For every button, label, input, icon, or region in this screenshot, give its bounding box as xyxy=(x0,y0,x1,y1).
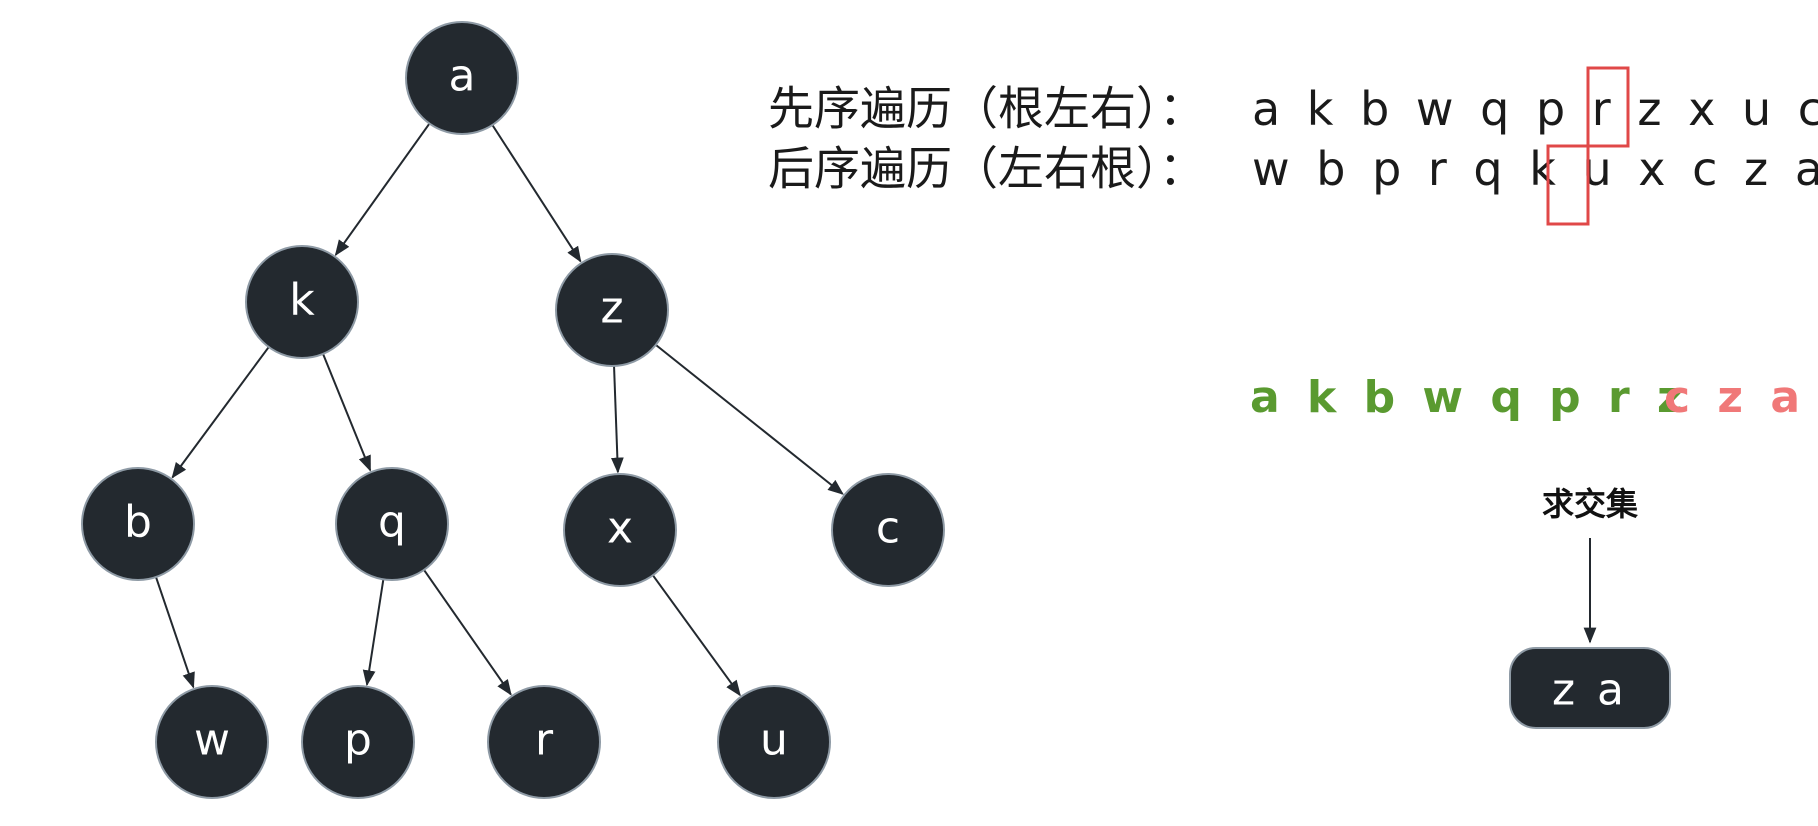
edge-z-x xyxy=(610,365,624,474)
node-circle xyxy=(335,467,449,581)
node-label: w xyxy=(194,715,230,766)
tree-nodes: a k z b q x c w p r u xyxy=(81,21,945,799)
tree-node-x: x xyxy=(563,473,677,587)
node-circle xyxy=(405,21,519,135)
node-circle xyxy=(831,473,945,587)
node-label: q xyxy=(378,497,406,548)
node-label: a xyxy=(449,51,476,102)
tree-node-c: c xyxy=(831,473,945,587)
preorder-seq-before: a k b w q p r z xyxy=(1252,82,1688,136)
node-label: x xyxy=(607,503,633,554)
left-subsequence: a k b w q p r z xyxy=(1250,372,1689,423)
preorder-seq-after: u c xyxy=(1721,82,1818,136)
edge-k-b xyxy=(171,346,270,479)
postorder-highlight-box xyxy=(1546,144,1590,226)
postorder-seq-after: c z a xyxy=(1672,142,1818,196)
node-label: p xyxy=(344,715,372,766)
node-circle xyxy=(555,253,669,367)
postorder-seq-highlight: x xyxy=(1638,142,1671,196)
node-label: b xyxy=(124,497,152,548)
preorder-label: 先序遍历（根左右）： xyxy=(768,82,1205,136)
edge-a-k xyxy=(334,122,431,257)
tree-node-q: q xyxy=(335,467,449,581)
tree-node-u: u xyxy=(717,685,831,799)
edge-b-w xyxy=(155,576,195,689)
tree-node-p: p xyxy=(301,685,415,799)
postorder-label: 后序遍历（左右根）： xyxy=(768,142,1205,196)
edge-x-u xyxy=(652,574,741,697)
node-label: z xyxy=(600,283,623,334)
intersection-panel: 求交集 z a xyxy=(1509,485,1671,729)
intersection-result-box xyxy=(1509,647,1671,729)
preorder-seq-highlight: x xyxy=(1688,82,1721,136)
node-label: r xyxy=(535,715,554,766)
postorder-sequence: w b p r q k u x c z a xyxy=(1252,142,1818,196)
tree-node-z: z xyxy=(555,253,669,367)
intersection-label: 求交集 xyxy=(1542,485,1638,523)
right-subsequence: c z a xyxy=(1664,372,1806,423)
edge-k-q xyxy=(322,353,372,472)
node-circle xyxy=(487,685,601,799)
edge-q-r xyxy=(423,569,512,696)
node-circle xyxy=(245,245,359,359)
node-label: u xyxy=(760,715,788,766)
tree-node-r: r xyxy=(487,685,601,799)
tree-node-b: b xyxy=(81,467,195,581)
tree-node-k: k xyxy=(245,245,359,359)
split-panel: a k b w q p r z c z a xyxy=(1250,372,1806,423)
edge-a-z xyxy=(491,124,582,263)
node-label: c xyxy=(876,503,900,554)
tree-node-a: a xyxy=(405,21,519,135)
node-circle xyxy=(81,467,195,581)
node-circle xyxy=(717,685,831,799)
intersection-result: z a xyxy=(1552,665,1628,716)
edge-q-p xyxy=(362,579,385,687)
tree-node-w: w xyxy=(155,685,269,799)
node-circle xyxy=(155,685,269,799)
preorder-sequence: a k b w q p r z x u c xyxy=(1252,82,1818,136)
edge-z-c xyxy=(655,344,844,495)
node-circle xyxy=(563,473,677,587)
node-label: k xyxy=(289,275,315,326)
tree-edges xyxy=(155,122,844,697)
traversal-panel: 先序遍历（根左右）： a k b w q p r z x u c 后序遍历（左右… xyxy=(768,66,1818,226)
postorder-seq-before: w b p r q k u xyxy=(1252,142,1638,196)
node-circle xyxy=(301,685,415,799)
preorder-highlight-box xyxy=(1586,66,1630,148)
